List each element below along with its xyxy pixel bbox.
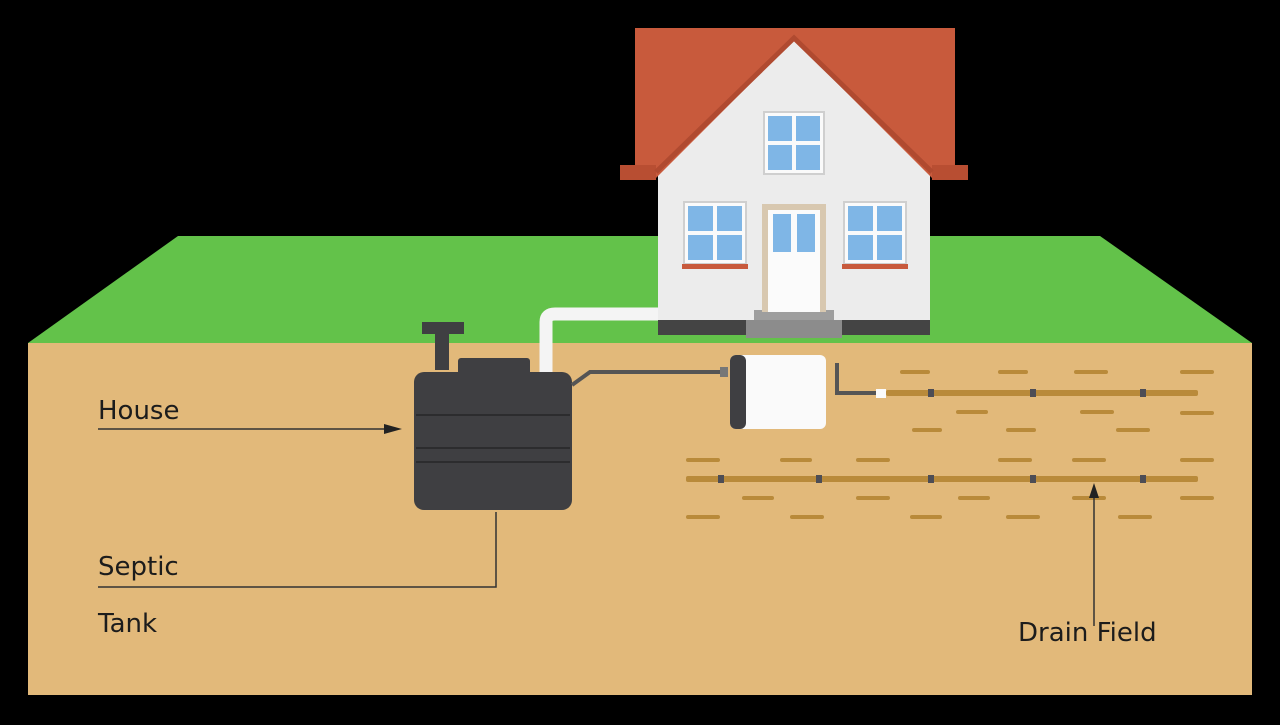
distribution-box-icon bbox=[730, 355, 826, 429]
septic-tank-icon bbox=[414, 322, 572, 510]
septic-tank-label-line1: Septic bbox=[98, 552, 179, 582]
inlet-pipe bbox=[539, 307, 658, 372]
house-leader-line bbox=[98, 424, 402, 434]
house-icon bbox=[620, 28, 968, 338]
drain-field-leader-line bbox=[1089, 483, 1099, 626]
drain-field-label: Drain Field bbox=[1018, 618, 1157, 648]
soil-cross-section bbox=[28, 343, 1252, 695]
drain-field-icon bbox=[686, 370, 1214, 519]
distribution-pipe bbox=[835, 363, 880, 395]
septic-tank-label-line2: Tank bbox=[98, 609, 158, 639]
outlet-pipe bbox=[570, 370, 725, 387]
grass-surface bbox=[28, 236, 1252, 343]
house-label: House bbox=[98, 396, 180, 426]
septic-leader-line bbox=[98, 512, 497, 588]
